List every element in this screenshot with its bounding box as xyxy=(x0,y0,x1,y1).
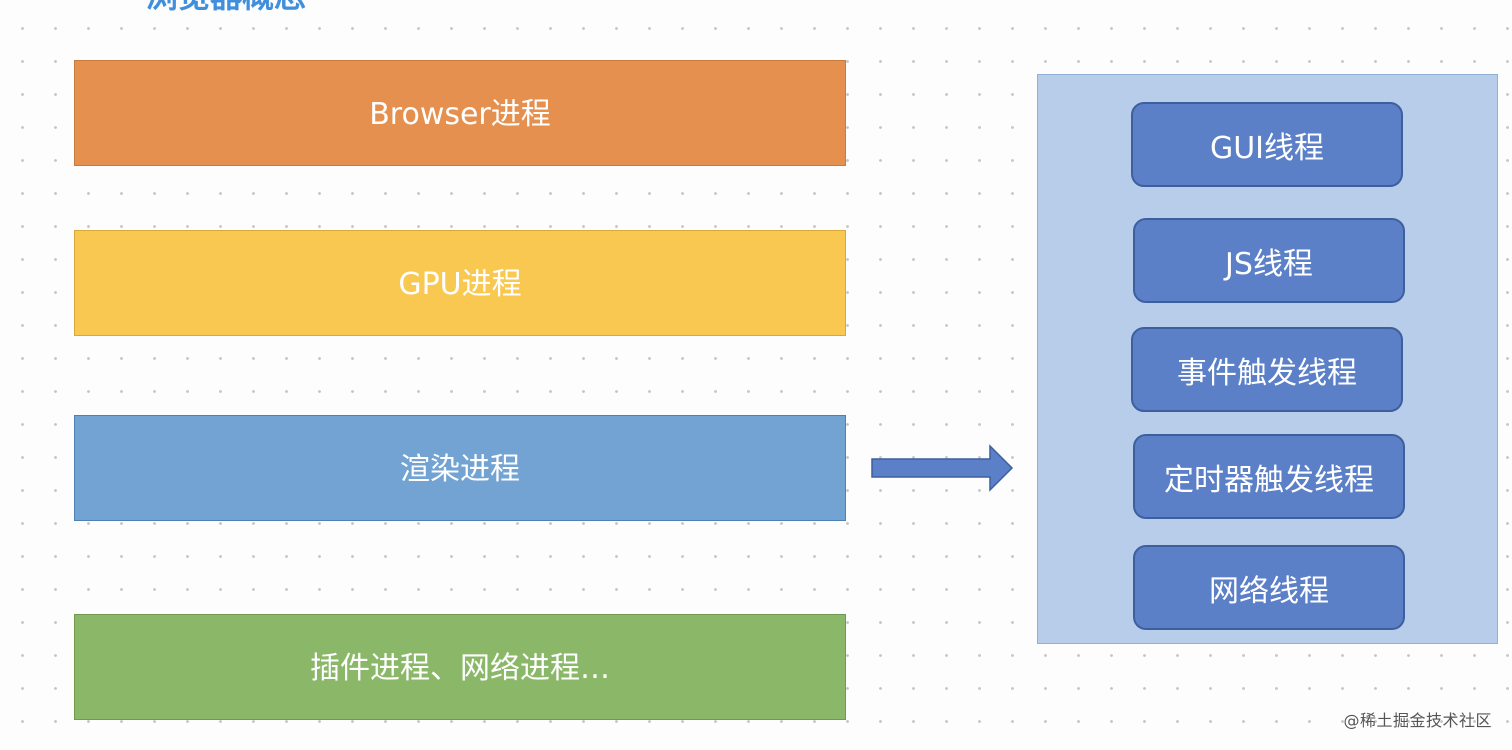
timer-trigger-thread-label: 定时器触发线程 xyxy=(1164,462,1374,498)
render-process-label: 渲染进程 xyxy=(400,452,520,487)
browser-process-box: Browser进程 xyxy=(74,60,846,166)
event-trigger-thread-box: 事件触发线程 xyxy=(1131,327,1403,412)
gui-thread-label: GUI线程 xyxy=(1209,130,1325,166)
network-thread-box: 网络线程 xyxy=(1133,545,1405,630)
gpu-process-label: GPU进程 xyxy=(398,267,522,302)
watermark: @稀土掘金技术社区 xyxy=(1343,711,1492,730)
gpu-process-box: GPU进程 xyxy=(74,230,846,336)
plugin-network-process-box: 插件进程、网络进程… xyxy=(74,614,846,720)
page-title-fragment: 浏览器概念 xyxy=(146,0,306,14)
js-thread-box: JS线程 xyxy=(1133,218,1405,303)
timer-trigger-thread-box: 定时器触发线程 xyxy=(1133,434,1405,519)
render-process-box: 渲染进程 xyxy=(74,415,846,521)
plugin-network-process-label: 插件进程、网络进程… xyxy=(310,651,610,686)
right-arrow-icon xyxy=(871,444,1014,492)
event-trigger-thread-label: 事件触发线程 xyxy=(1177,355,1357,391)
browser-process-label: Browser进程 xyxy=(369,97,551,132)
gui-thread-box: GUI线程 xyxy=(1131,102,1403,187)
js-thread-label: JS线程 xyxy=(1225,246,1313,282)
network-thread-label: 网络线程 xyxy=(1209,573,1329,609)
